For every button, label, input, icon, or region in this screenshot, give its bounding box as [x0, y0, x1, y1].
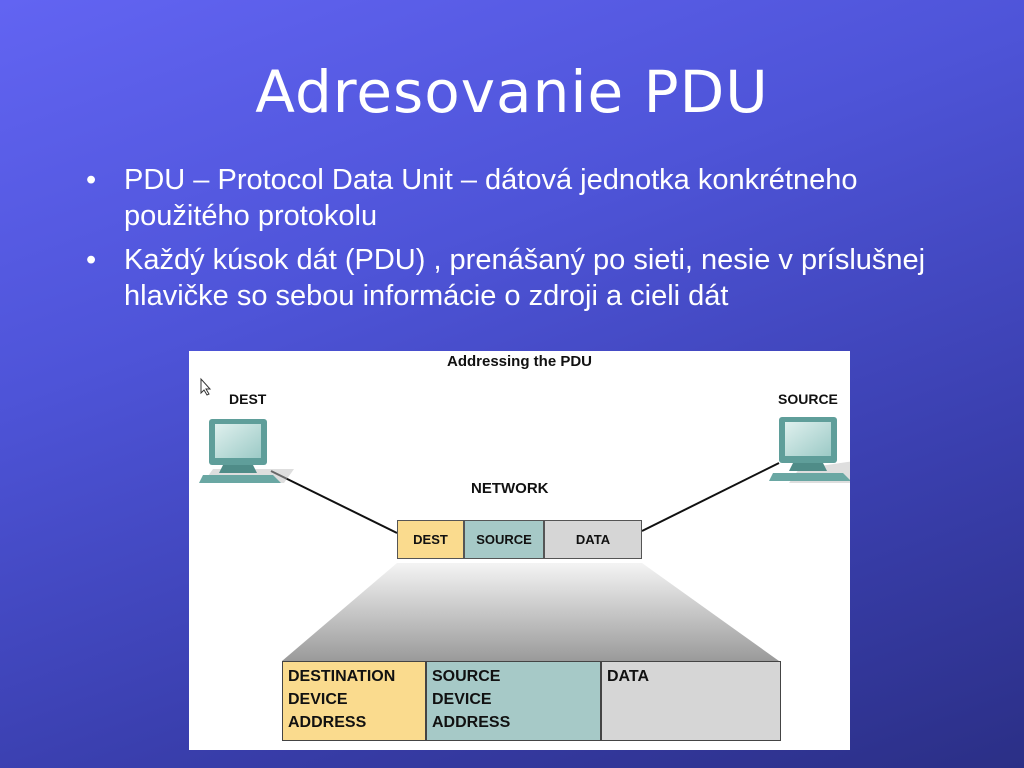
- projection-shape: [282, 563, 779, 661]
- diagram-title: Addressing the PDU: [446, 353, 593, 370]
- header-text-line: ADDRESS: [288, 714, 367, 731]
- diagram-graphics: [199, 377, 850, 661]
- computer-icon-source: [769, 417, 850, 483]
- computer-icon-dest: [199, 419, 294, 483]
- link-line-left: [270, 470, 398, 534]
- link-line-right: [641, 462, 780, 532]
- pdu-data-field: DATA: [544, 520, 642, 559]
- header-text-line: SOURCE: [432, 668, 501, 685]
- bullet-item: • PDU – Protocol Data Unit – dátová jedn…: [84, 162, 984, 234]
- header-source-address: SOURCE DEVICE ADDRESS: [426, 661, 601, 741]
- bullet-item: • Každý kúsok dát (PDU) , prenášaný po s…: [84, 242, 984, 314]
- dest-label: DEST: [229, 391, 267, 407]
- bullet-text: Každý kúsok dát (PDU) , prenášaný po sie…: [124, 244, 926, 312]
- header-text-line: ADDRESS: [432, 714, 511, 731]
- header-data: DATA: [601, 661, 781, 741]
- bullet-list: • PDU – Protocol Data Unit – dátová jedn…: [84, 162, 984, 322]
- header-text-line: DESTINATION: [288, 668, 396, 685]
- pdu-source-field: SOURCE: [464, 520, 544, 559]
- header-text-line: DATA: [607, 668, 650, 685]
- header-text-line: DEVICE: [288, 691, 348, 708]
- bullet-marker: •: [86, 164, 97, 196]
- bullet-text: PDU – Protocol Data Unit – dátová jednot…: [124, 164, 858, 232]
- header-text-line: DEVICE: [432, 691, 492, 708]
- header-destination-address: DESTINATION DEVICE ADDRESS: [282, 661, 426, 741]
- source-label: SOURCE: [778, 391, 838, 407]
- pdu-dest-field: DEST: [397, 520, 464, 559]
- bullet-marker: •: [86, 244, 97, 276]
- cursor-icon: [200, 377, 212, 396]
- network-label: NETWORK: [471, 480, 549, 497]
- pdu-diagram: Addressing the PDU DEST SOURCE NETWORK D…: [189, 351, 850, 750]
- slide-title: Adresovanie PDU: [255, 58, 769, 126]
